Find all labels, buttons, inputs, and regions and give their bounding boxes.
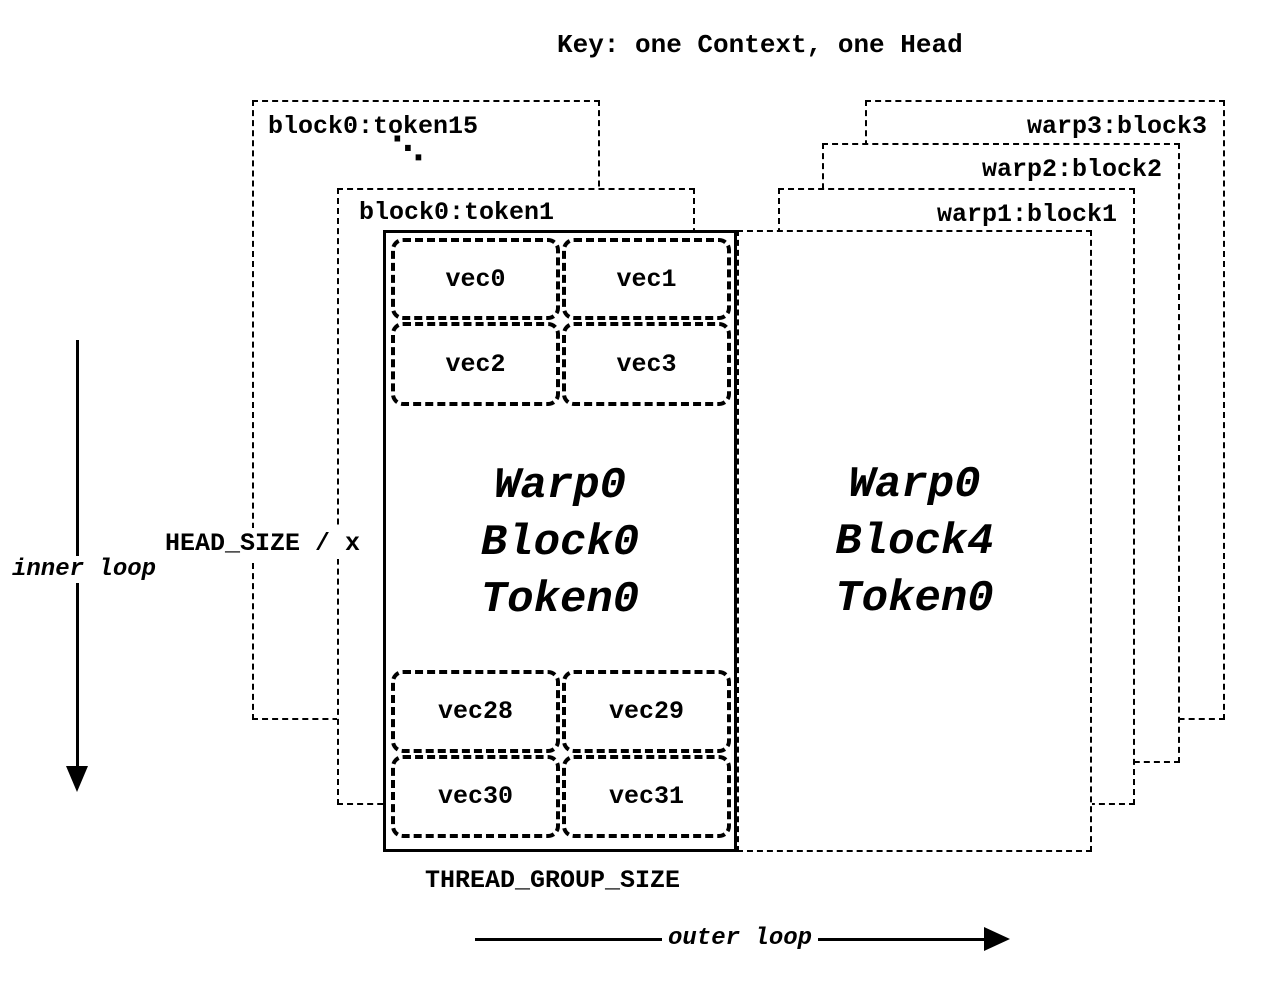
warp0-block0-box: vec0 vec1 vec2 vec3 Warp0 Block0 Token0 … bbox=[383, 230, 737, 852]
block0-token1-label: block0:token1 bbox=[359, 198, 555, 227]
warp1-block1-label: warp1:block1 bbox=[936, 200, 1117, 229]
vec-label: vec1 bbox=[616, 264, 677, 294]
diagonal-ellipsis: ⋱ bbox=[392, 129, 424, 167]
inner-loop-arrow-line bbox=[76, 340, 79, 770]
warp0-block4-line2: Block4 bbox=[835, 517, 994, 567]
vec-label: vec0 bbox=[445, 264, 506, 294]
warp0-block4-line3: Token0 bbox=[835, 574, 994, 624]
warp0-block0-line2: Block0 bbox=[480, 518, 640, 568]
warp0-block4-region: Warp0 Block4 Token0 bbox=[737, 230, 1092, 852]
vec-cell: vec2 bbox=[391, 322, 560, 406]
vec-cell: vec3 bbox=[562, 322, 731, 406]
warp0-block0-line1: Warp0 bbox=[493, 461, 627, 511]
vec-cell: vec0 bbox=[391, 238, 560, 320]
warp0-block0-title: Warp0 Block0 Token0 bbox=[386, 458, 734, 629]
warp0-block4-title: Warp0 Block4 Token0 bbox=[739, 457, 1090, 628]
warp2-block2-label: warp2:block2 bbox=[981, 155, 1162, 184]
vec-label: vec2 bbox=[445, 349, 506, 379]
vec-cell: vec31 bbox=[562, 755, 731, 838]
vec-label: vec29 bbox=[608, 697, 684, 726]
block0-token15-label: block0:token15 bbox=[268, 112, 479, 141]
vec-label: vec28 bbox=[437, 697, 513, 726]
vec-label: vec31 bbox=[608, 782, 684, 811]
warp0-block4-line1: Warp0 bbox=[848, 460, 981, 510]
vec-cell: vec29 bbox=[562, 670, 731, 753]
warp0-block0-line3: Token0 bbox=[480, 575, 640, 625]
outer-loop-label: outer loop bbox=[662, 925, 819, 952]
inner-loop-label: inner loop bbox=[6, 556, 163, 583]
warp3-block3-label: warp3:block3 bbox=[1026, 112, 1207, 141]
vec-cell: vec28 bbox=[391, 670, 560, 753]
head-size-label: HEAD_SIZE / x bbox=[163, 528, 363, 559]
diagram-title: Key: one Context, one Head bbox=[557, 30, 963, 60]
vec-label: vec30 bbox=[437, 782, 513, 811]
vec-cell: vec1 bbox=[562, 238, 731, 320]
vec-cell: vec30 bbox=[391, 755, 560, 838]
thread-group-size-label: THREAD_GROUP_SIZE bbox=[425, 866, 681, 895]
outer-loop-arrowhead-icon bbox=[984, 927, 1010, 951]
vec-label: vec3 bbox=[616, 349, 677, 379]
inner-loop-arrowhead-icon bbox=[66, 766, 88, 792]
